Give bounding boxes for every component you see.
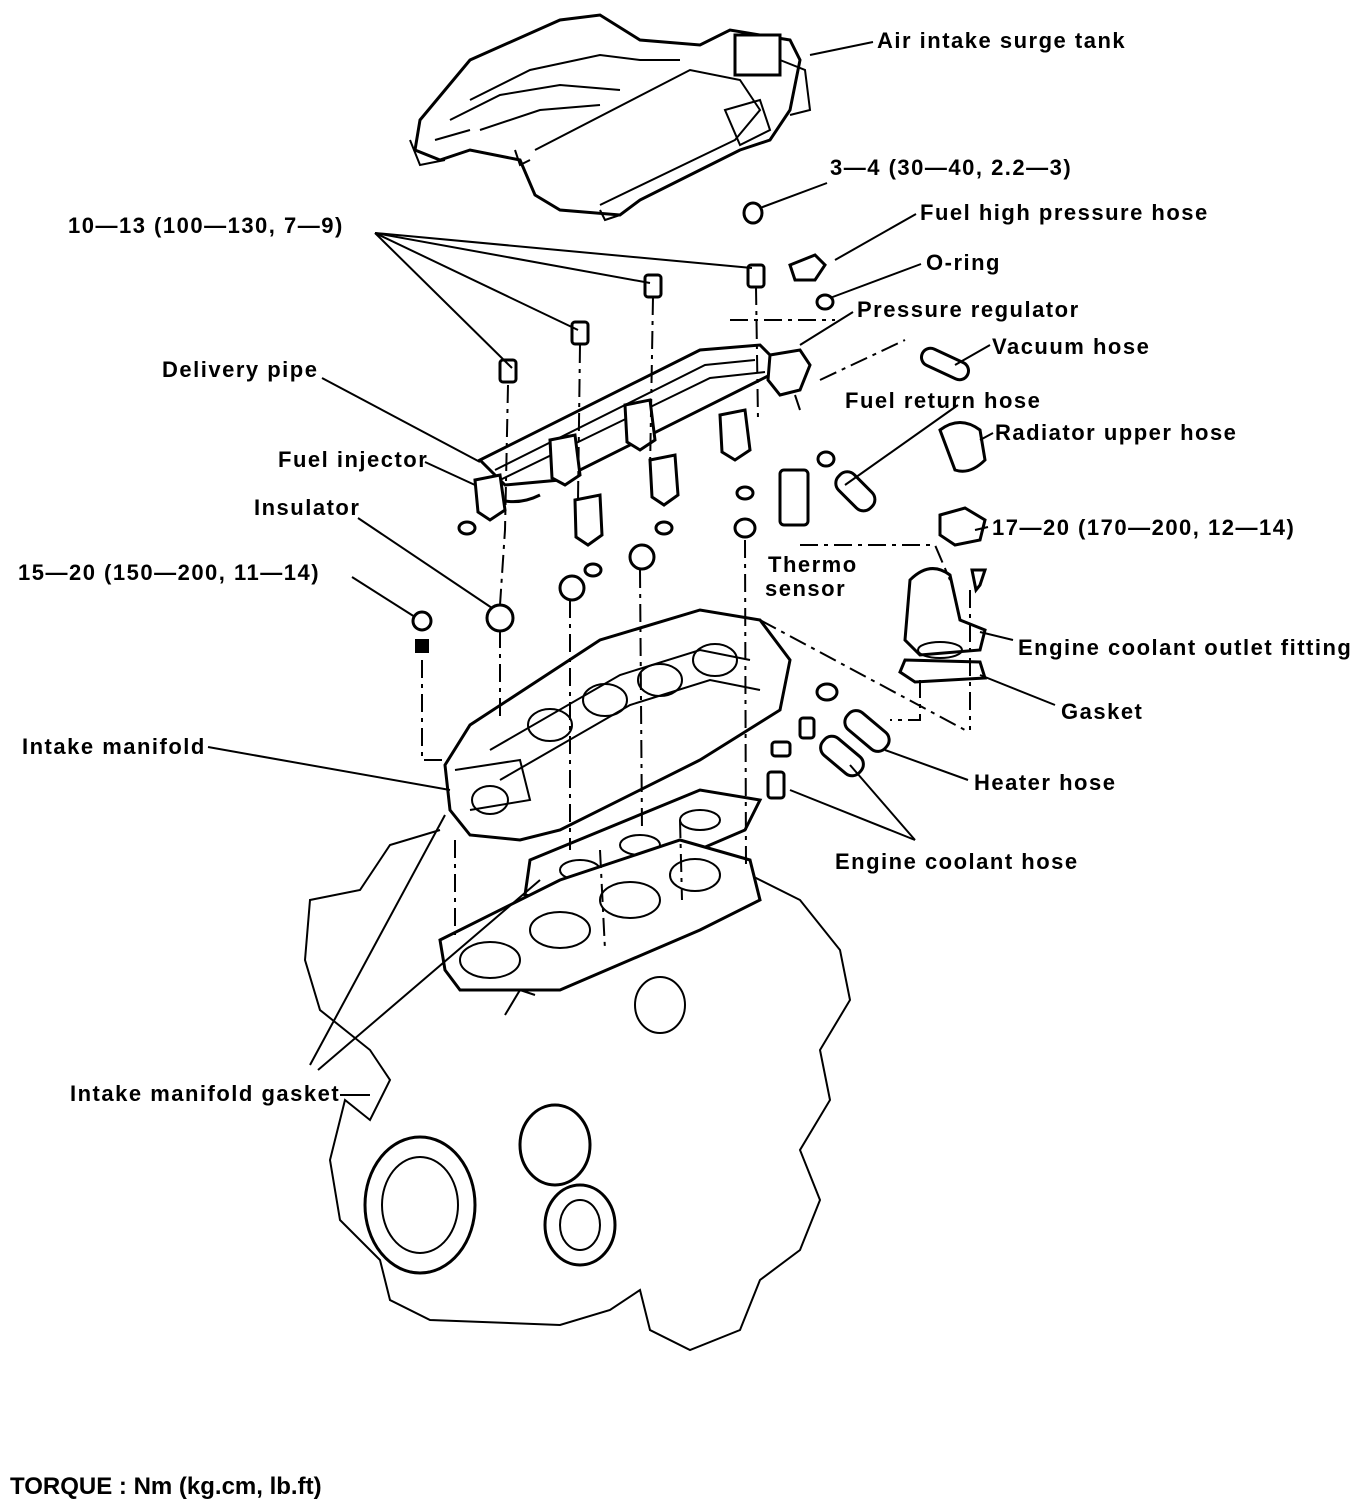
label-intake-manifold-gasket: Intake manifold gasket: [70, 1081, 340, 1106]
engine-block-drawing: [303, 829, 852, 1352]
label-vacuum-hose: Vacuum hose: [992, 334, 1150, 359]
label-torque-delivery-pipe: 10—13 (100—130, 7—9): [68, 213, 344, 238]
label-o-ring: O-ring: [926, 250, 1001, 275]
label-fuel-high-pressure-hose: Fuel high pressure hose: [920, 200, 1209, 225]
coolant-outlet-fitting-drawing: [898, 567, 988, 684]
label-sensor: sensor: [765, 576, 846, 601]
label-torque-outlet-fitting: 17—20 (170—200, 12—14): [992, 515, 1295, 540]
label-radiator-upper-hose: Radiator upper hose: [995, 420, 1237, 445]
hoses-drawing: [766, 346, 988, 800]
label-air-intake-surge-tank: Air intake surge tank: [877, 28, 1126, 53]
label-heater-hose: Heater hose: [974, 770, 1116, 795]
label-delivery-pipe: Delivery pipe: [162, 357, 318, 382]
label-thermo: Thermo: [768, 552, 858, 577]
label-torque-manifold-nut: 15—20 (150—200, 11—14): [18, 560, 320, 585]
label-pressure-regulator: Pressure regulator: [857, 297, 1080, 322]
label-intake-manifold: Intake manifold: [22, 734, 206, 759]
label-engine-coolant-hose: Engine coolant hose: [835, 849, 1079, 874]
label-gasket: Gasket: [1061, 699, 1143, 724]
alignment-lines: [421, 286, 971, 951]
air-intake-surge-tank-drawing: [409, 13, 812, 222]
label-engine-coolant-outlet-fitting: Engine coolant outlet fitting: [1018, 635, 1352, 660]
intake-manifold-drawing: [443, 608, 792, 842]
labels: Air intake surge tank 3—4 (30—40, 2.2—3)…: [18, 28, 1352, 1106]
bolts-drawing: [411, 201, 836, 653]
label-fuel-injector: Fuel injector: [278, 447, 428, 472]
label-insulator: Insulator: [254, 495, 360, 520]
leader-lines: [207, 41, 1056, 1096]
label-fuel-return-hose: Fuel return hose: [845, 388, 1041, 413]
torque-footnote: TORQUE : Nm (kg.cm, lb.ft): [10, 1473, 322, 1500]
fuel-injectors-drawing: [473, 398, 752, 547]
label-torque-fuel-pipe-bolt: 3—4 (30—40, 2.2—3): [830, 155, 1072, 180]
